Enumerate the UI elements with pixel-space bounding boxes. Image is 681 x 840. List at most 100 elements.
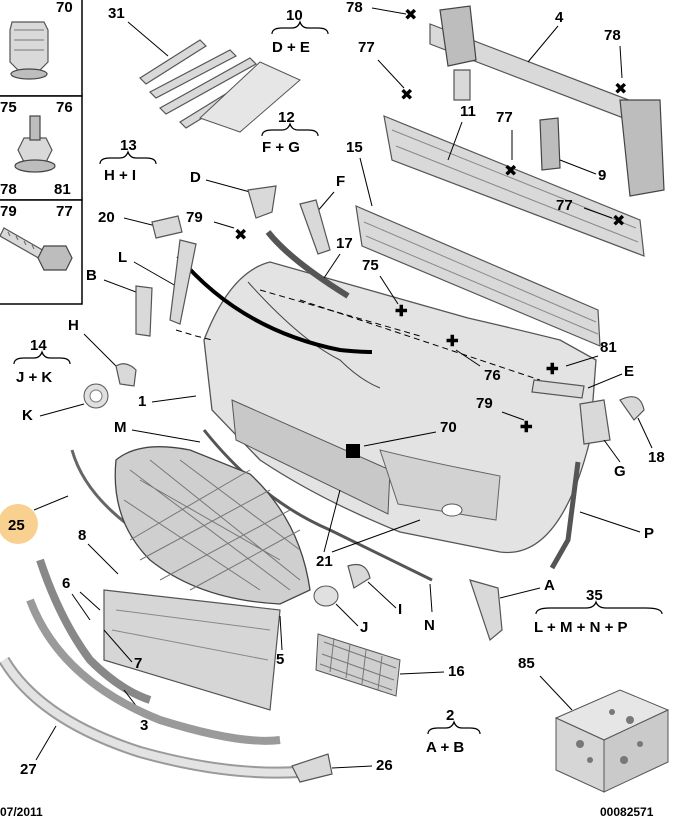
highlight-25	[0, 504, 38, 544]
label-6: 6	[62, 575, 70, 592]
label-26: 26	[376, 757, 393, 774]
inset-label-75: 75	[0, 99, 17, 116]
part-15-absorber	[355, 205, 601, 347]
label-35: 35	[586, 587, 603, 604]
label-N: N	[424, 617, 435, 634]
label-11: 11	[460, 103, 476, 120]
label-79b: 79	[476, 395, 493, 412]
x-mark-icon: ✖	[400, 85, 413, 104]
label-25: 25	[8, 517, 25, 534]
label-2: 2	[446, 707, 454, 724]
label-17: 17	[336, 235, 353, 252]
label-1: 1	[138, 393, 146, 410]
label-77b: 77	[496, 109, 513, 126]
label-35-combo: L + M + N + P	[534, 619, 628, 636]
inset-label-70: 70	[56, 0, 73, 16]
part-6-strip	[36, 558, 152, 704]
label-21: 21	[316, 553, 333, 570]
part-P-strip	[549, 461, 581, 570]
label-H: H	[68, 317, 79, 334]
label-27: 27	[20, 761, 37, 778]
part-20-badge	[151, 215, 183, 239]
label-8: 8	[78, 527, 86, 544]
label-L: L	[118, 249, 127, 266]
inset-label-81: 81	[54, 181, 71, 198]
label-13: 13	[120, 137, 137, 154]
label-F: F	[336, 173, 345, 190]
label-M: M	[114, 419, 127, 436]
part-G-bracket	[579, 399, 611, 445]
label-14: 14	[30, 337, 47, 354]
label-G: G	[614, 463, 626, 480]
footer-ref: 00082571	[600, 805, 654, 819]
part-26-end	[291, 753, 333, 783]
label-B: B	[86, 267, 97, 284]
part-9-bracket	[539, 117, 561, 171]
label-13-combo: H + I	[104, 167, 136, 184]
label-D: D	[190, 169, 201, 186]
part-E-bracket	[531, 379, 585, 399]
label-3: 3	[140, 717, 148, 734]
label-75: 75	[362, 257, 379, 274]
label-79a: 79	[186, 209, 203, 226]
label-78b: 78	[604, 27, 621, 44]
label-A: A	[544, 577, 555, 594]
label-20: 20	[98, 209, 115, 226]
part-trim-strip	[176, 254, 373, 354]
plus-icon: ✚	[446, 333, 459, 350]
label-81: 81	[600, 339, 617, 356]
x-mark-icon: ✖	[612, 211, 625, 230]
label-12-combo: F + G	[262, 139, 300, 156]
plus-icon: ✚	[546, 361, 559, 378]
part-B-trim	[135, 285, 153, 337]
part-16-grille	[315, 633, 401, 697]
label-31: 31	[108, 5, 125, 22]
label-7: 7	[134, 655, 142, 672]
part-8-grille	[114, 446, 311, 605]
label-I: I	[398, 601, 402, 618]
label-10: 10	[286, 7, 303, 24]
plus-icon: ✚	[395, 303, 408, 320]
label-2-combo: A + B	[426, 739, 464, 756]
part-D-bracket	[247, 185, 277, 219]
inset-label-79: 79	[0, 203, 17, 220]
plus-icon: ✚	[520, 419, 533, 436]
label-70: 70	[440, 419, 457, 436]
part-17-strip	[265, 230, 350, 299]
label-12: 12	[278, 109, 295, 126]
clip-70-icon	[9, 21, 49, 80]
label-P: P	[644, 525, 654, 542]
label-77c: 77	[556, 197, 573, 214]
part-18-clip	[619, 396, 645, 421]
part-85-kit-box	[554, 689, 670, 793]
label-18: 18	[648, 449, 665, 466]
part-A-trim	[469, 579, 503, 642]
part-3-strip	[26, 598, 281, 745]
label-J: J	[360, 619, 368, 636]
label-85: 85	[518, 655, 535, 672]
part-L-strip	[169, 239, 197, 325]
x-mark-icon: ✖	[614, 79, 627, 98]
label-10-combo: D + E	[272, 39, 310, 56]
inset-label-78: 78	[0, 181, 17, 198]
label-E: E	[624, 363, 634, 380]
label-5: 5	[276, 651, 284, 668]
fastener-inset: 70 75 76 78 81 79 77	[0, 0, 83, 305]
inset-label-76: 76	[56, 99, 73, 116]
part-5-lower-grille	[103, 589, 281, 711]
part-F-bracket	[299, 199, 331, 255]
label-14-combo: J + K	[16, 369, 52, 386]
x-mark-icon: ✖	[404, 5, 417, 24]
square-icon	[346, 444, 360, 458]
x-mark-icon: ✖	[234, 225, 247, 244]
label-15: 15	[346, 139, 363, 156]
part-J-ring	[313, 585, 339, 607]
part-H-cover	[115, 363, 137, 387]
bolt-icon	[0, 227, 73, 271]
x-mark-icon: ✖	[504, 161, 517, 180]
inset-label-77: 77	[56, 203, 73, 220]
label-77a: 77	[358, 39, 375, 56]
label-78a: 78	[346, 0, 363, 16]
label-76: 76	[484, 367, 501, 384]
